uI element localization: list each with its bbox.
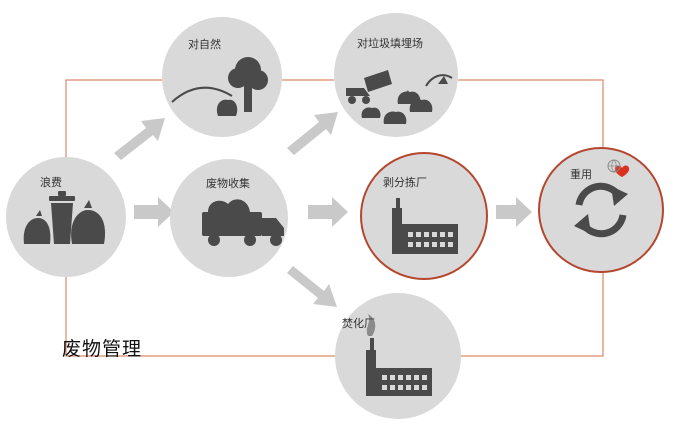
- arrow-sorting-to-reuse: [496, 197, 532, 227]
- connector-lines: [65, 79, 604, 357]
- trash-bin-bags-icon: [23, 191, 106, 244]
- line-waste-to-incinerator: [65, 262, 335, 357]
- node-waste-label: 浪费: [40, 175, 62, 189]
- node-waste: 浪费: [6, 157, 126, 277]
- node-sorting: 剥分拣厂: [360, 152, 488, 280]
- flow-arrows: [114, 112, 532, 307]
- line-incinerator-to-reuse: [460, 268, 604, 357]
- arrow-collection-to-incinerator: [287, 266, 337, 307]
- node-collection: 废物收集: [170, 159, 288, 277]
- line-landfill-to-reuse: [458, 79, 604, 148]
- arrow-collection-to-landfill: [287, 112, 338, 155]
- node-reuse-circle: [539, 148, 663, 272]
- arrow-waste-to-collection: [134, 197, 174, 227]
- node-reuse-label: 重用: [570, 167, 592, 181]
- arrow-collection-to-sorting: [308, 197, 348, 227]
- diagram-caption: 废物管理: [62, 338, 143, 360]
- incinerator-factory-icon: [366, 314, 432, 396]
- recycle-arrows-icon: [574, 182, 628, 238]
- factory-icon: [392, 198, 458, 254]
- node-reuse: 重用: [538, 147, 664, 273]
- garbage-truck-icon: [202, 199, 284, 246]
- tree-landscape-icon: [171, 57, 268, 116]
- node-landfill: 对垃圾填埋场: [334, 13, 458, 137]
- globe-icon: [607, 159, 621, 173]
- node-incinerator-label: 焚化厂: [342, 316, 375, 330]
- arrow-collection-to-nature: [114, 118, 165, 160]
- landfill-dump-truck-icon: [346, 70, 453, 124]
- node-sorting-ring: [360, 152, 488, 280]
- heart-icon: [614, 165, 630, 177]
- node-collection-label: 废物收集: [206, 176, 250, 190]
- line-waste-to-nature: [65, 79, 162, 172]
- node-landfill-label: 对垃圾填埋场: [357, 36, 423, 50]
- node-reuse-ring: [538, 147, 664, 273]
- node-nature: 对自然: [162, 17, 282, 137]
- node-incinerator-circle: [335, 293, 461, 419]
- node-nature-label: 对自然: [188, 37, 221, 51]
- node-sorting-label: 剥分拣厂: [383, 175, 427, 189]
- node-incinerator: 焚化厂: [335, 293, 461, 419]
